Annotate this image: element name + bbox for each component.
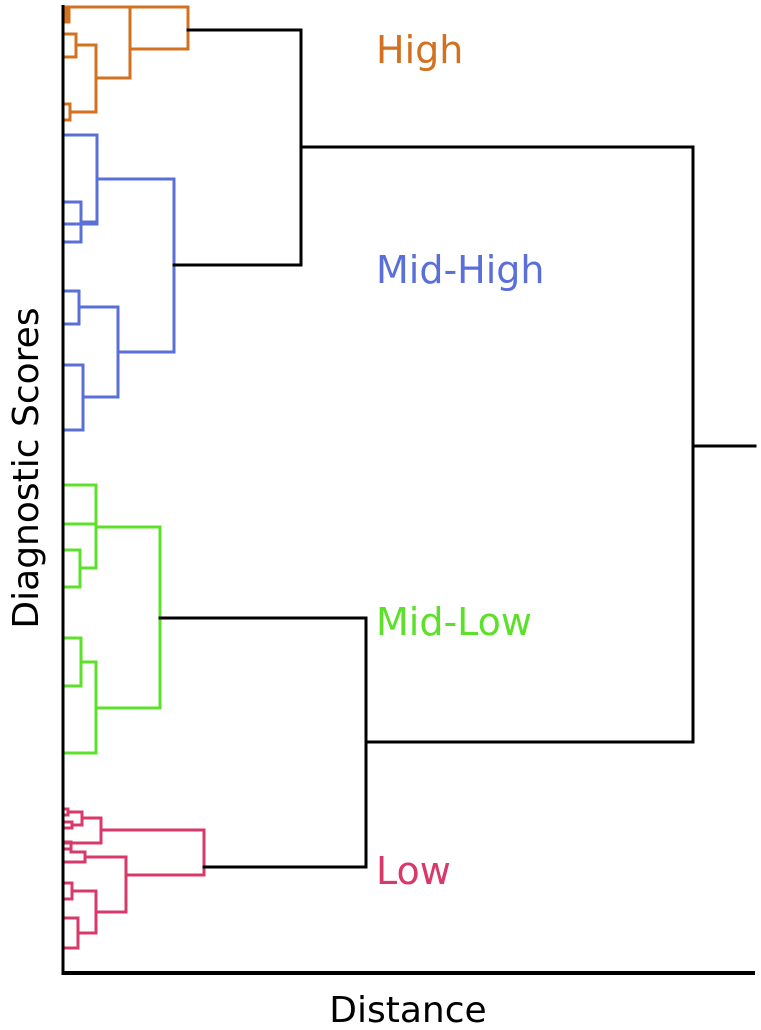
cluster-label-low: Low	[376, 849, 451, 893]
cluster-label-mid-low: Mid-Low	[376, 600, 532, 644]
y-axis-title: Diagnostic Scores	[6, 307, 47, 628]
cluster-label-high: High	[376, 28, 463, 72]
top-level-links	[158, 28, 757, 869]
high-cluster-links	[61, 5, 190, 122]
low-cluster-links	[61, 807, 368, 950]
x-axis-title: Distance	[329, 990, 486, 1030]
cluster-label-mid-high: Mid-High	[376, 248, 545, 292]
mid-high-cluster-links	[61, 133, 303, 432]
